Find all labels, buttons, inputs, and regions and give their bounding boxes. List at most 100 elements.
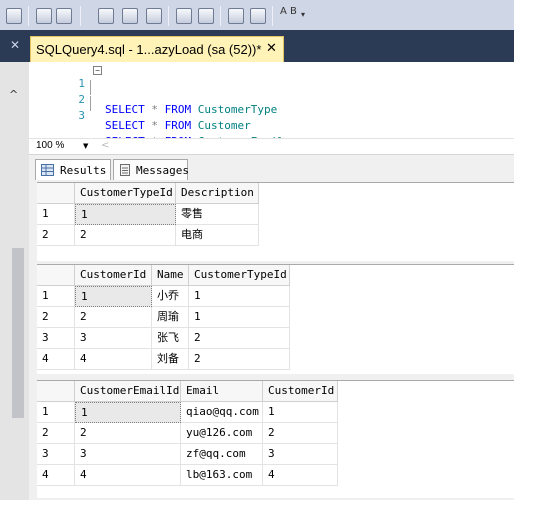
toolbar-separator [28, 6, 29, 26]
grid-cell[interactable]: 3 [263, 444, 338, 465]
results-to-file-icon[interactable] [146, 8, 162, 24]
grid-cell[interactable]: 小乔 [152, 286, 189, 307]
grid-cell-selected[interactable]: 1 [75, 286, 152, 307]
fold-guide [90, 80, 102, 95]
sql-star: * [151, 103, 158, 116]
row-number: 4 [37, 465, 75, 486]
row-number: 2 [37, 423, 75, 444]
result-grid-customeremail[interactable]: CustomerEmailId Email CustomerId 1 1 qia… [37, 380, 514, 498]
display-plan-icon[interactable] [56, 8, 72, 24]
toolbar-separator [168, 6, 169, 26]
grid-cell[interactable]: 2 [75, 307, 152, 328]
column-header[interactable]: CustomerTypeId [75, 183, 176, 204]
grid-cell[interactable]: 电商 [176, 225, 259, 246]
query-editor[interactable]: 1 − SELECT * FROM CustomerType 2 SELECT … [29, 62, 514, 148]
uncomment-icon[interactable] [198, 8, 214, 24]
grid-cell[interactable]: 2 [189, 349, 290, 370]
toolbar-overflow-icon[interactable]: ▾ [301, 10, 306, 19]
column-header[interactable]: CustomerId [75, 265, 152, 286]
parse-icon[interactable] [36, 8, 52, 24]
grid-cell[interactable]: zf@qq.com [181, 444, 263, 465]
row-number: 1 [37, 204, 75, 225]
sql-keyword: FROM [164, 103, 192, 116]
grid-cell[interactable]: 2 [75, 225, 176, 246]
grid-cell[interactable]: 张飞 [152, 328, 189, 349]
grid-cell[interactable]: 4 [75, 465, 181, 486]
result-grid-customertype[interactable]: CustomerTypeId Description 1 1 零售 2 2 电商 [37, 182, 514, 261]
row-number: 3 [37, 328, 75, 349]
line-number: 1 [78, 77, 85, 90]
grid-cell[interactable]: 4 [263, 465, 338, 486]
line-number: 2 [78, 93, 85, 106]
grid-cell[interactable]: 零售 [176, 204, 259, 225]
grid-cell[interactable]: 1 [189, 286, 290, 307]
scroll-left-icon[interactable]: < [101, 140, 110, 151]
grid-cell[interactable]: 1 [189, 307, 290, 328]
save-icon[interactable] [6, 8, 22, 24]
scroll-up-icon[interactable]: ^ [9, 88, 19, 101]
comment-icon[interactable] [176, 8, 192, 24]
grid-cell-selected[interactable]: 1 [75, 204, 176, 225]
grid-cell[interactable]: 2 [189, 328, 290, 349]
zoom-dropdown-icon[interactable]: ▼ [83, 142, 89, 150]
decrease-indent-icon[interactable] [228, 8, 244, 24]
grid-cell[interactable]: 刘备 [152, 349, 189, 370]
document-tab-sqlquery4[interactable]: SQLQuery4.sql - 1...azyLoad (sa (52))* ✕ [30, 36, 284, 62]
grid-cell[interactable]: 3 [75, 328, 152, 349]
grid-cell[interactable]: qiao@qq.com [181, 402, 263, 423]
left-panel-scrollbar[interactable] [12, 248, 24, 418]
tab-messages[interactable]: Messages [113, 159, 189, 181]
document-tab-title: SQLQuery4.sql - 1...azyLoad (sa (52))* [36, 42, 262, 57]
sql-keyword: SELECT [105, 103, 145, 116]
result-tabs: Results Messages [29, 154, 514, 181]
bottom-edge [0, 500, 550, 513]
specify-values-icon[interactable]: A B [280, 6, 297, 17]
row-number: 2 [37, 307, 75, 328]
code-text: SELECT * FROM Customer [105, 119, 251, 132]
row-number: 1 [37, 286, 75, 307]
grid-cell-selected[interactable]: 1 [75, 402, 181, 423]
column-header[interactable]: CustomerTypeId [189, 265, 290, 286]
grid-cell[interactable]: lb@163.com [181, 465, 263, 486]
messages-icon [120, 164, 130, 176]
column-header[interactable]: CustomerId [263, 381, 338, 402]
close-tab-icon[interactable]: ✕ [266, 41, 277, 56]
row-number: 4 [37, 349, 75, 370]
sql-keyword: FROM [164, 119, 192, 132]
toolbar-separator [272, 6, 273, 26]
grid-cell[interactable]: 2 [263, 423, 338, 444]
column-header[interactable]: CustomerEmailId [75, 381, 181, 402]
collapse-icon[interactable]: − [93, 66, 102, 75]
grid-cell[interactable]: 4 [75, 349, 152, 370]
query-options-icon[interactable] [98, 8, 114, 24]
grid-cell[interactable]: 2 [75, 423, 181, 444]
fold-guide [90, 96, 102, 111]
zoom-level[interactable]: 100 % [36, 140, 65, 151]
column-header[interactable]: Email [181, 381, 263, 402]
results-to-grid-icon[interactable] [122, 8, 138, 24]
toolbar-separator [80, 6, 81, 26]
tab-results-label: Results [60, 164, 107, 177]
grid-cell[interactable]: 3 [75, 444, 181, 465]
grid-cell[interactable]: 周瑜 [152, 307, 189, 328]
tab-messages-label: Messages [136, 164, 189, 177]
row-header-corner [37, 265, 75, 286]
result-grid-customer[interactable]: CustomerId Name CustomerTypeId 1 1 小乔 1 … [37, 264, 514, 374]
code-line: 2 SELECT * FROM Customer [29, 80, 514, 132]
row-number: 1 [37, 402, 75, 423]
increase-indent-icon[interactable] [250, 8, 266, 24]
column-header[interactable]: Description [176, 183, 259, 204]
sql-table-name: CustomerType [197, 103, 278, 116]
grid-icon [41, 164, 54, 176]
document-tab-bar: SQLQuery4.sql - 1...azyLoad (sa (52))* ✕ [29, 30, 514, 62]
column-header[interactable]: Name [152, 265, 189, 286]
sql-star: * [151, 119, 158, 132]
row-header-corner [37, 183, 75, 204]
toolbar: A B ▾ [0, 0, 514, 30]
results-pane: CustomerTypeId Description 1 1 零售 2 2 电商… [29, 180, 514, 500]
tab-results[interactable]: Results [35, 159, 111, 181]
grid-cell[interactable]: 1 [263, 402, 338, 423]
panel-close-icon[interactable]: ✕ [10, 38, 21, 52]
window-edge [514, 0, 550, 513]
grid-cell[interactable]: yu@126.com [181, 423, 263, 444]
